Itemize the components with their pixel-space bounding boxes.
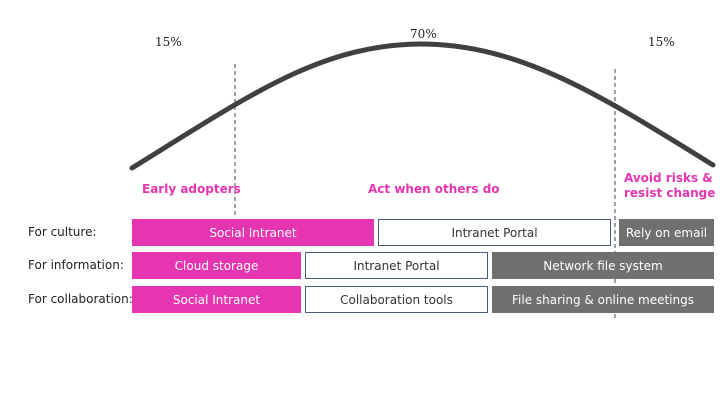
- phase-act-when-others-do: Act when others do: [368, 182, 500, 196]
- early-percentage: 15%: [155, 35, 182, 49]
- late-percentage: 15%: [648, 35, 675, 49]
- information-majority-cell: Intranet Portal: [305, 252, 488, 279]
- majority-percentage: 70%: [410, 27, 437, 41]
- information-early-cell: Cloud storage: [132, 252, 301, 279]
- collaboration-early-cell: Social Intranet: [132, 286, 301, 313]
- row-label-culture: For culture:: [28, 225, 97, 239]
- row-label-collaboration: For collaboration:: [28, 292, 133, 306]
- culture-majority-cell: Intranet Portal: [378, 219, 611, 246]
- bell-curve: [129, 41, 716, 171]
- phase-avoid-risks-line2: resist change: [624, 186, 716, 200]
- phase-early-adopters: Early adopters: [142, 182, 241, 196]
- phase-avoid-risks-line1: Avoid risks &: [624, 171, 713, 185]
- information-late-cell: Network file system: [492, 252, 714, 279]
- culture-early-cell: Social Intranet: [132, 219, 374, 246]
- culture-late-cell: Rely on email: [619, 219, 714, 246]
- collaboration-late-cell: File sharing & online meetings: [492, 286, 714, 313]
- row-label-information: For information:: [28, 258, 124, 272]
- collaboration-majority-cell: Collaboration tools: [305, 286, 488, 313]
